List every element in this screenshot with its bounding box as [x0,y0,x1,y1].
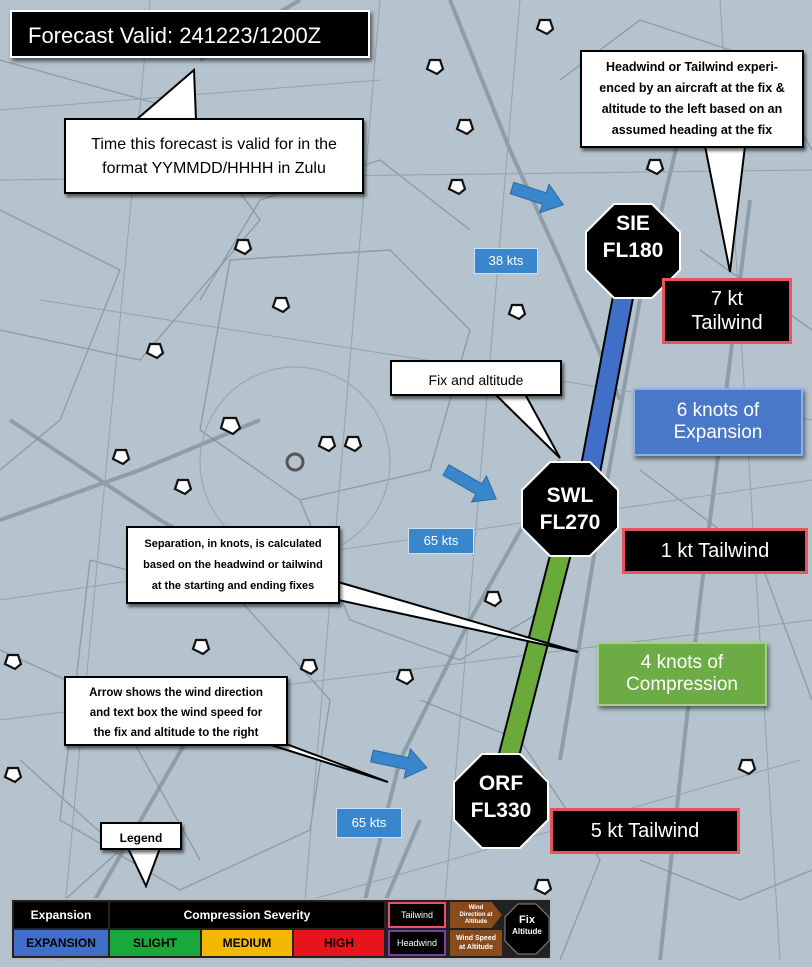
legend-medium: MEDIUM [202,930,292,956]
fix-altitude-swl: FL270 [539,511,601,534]
headwind-callout-line4: assumed heading at the fix [611,123,773,137]
tailwind-box-swl: 1 kt Tailwind [622,528,808,574]
forecast-valid-title: Forecast Valid: 241223/1200Z [10,10,370,58]
tailwind-sie-line2: Tailwind [691,312,763,334]
separation-callout-line1: Separation, in knots, is calculated [144,538,322,550]
legend-panel: Expansion EXPANSION Compression Severity… [10,898,552,960]
arrow-callout-line1: Arrow shows the wind direction [89,687,263,699]
legend-wind-dir-line2: Direction at [459,912,493,918]
wind-arrow-orf [370,747,428,780]
fix-altitude-orf: FL330 [470,799,532,822]
fix-callout-tail [492,393,561,459]
compression-box-line1: 4 knots of [640,652,724,673]
legend-wind-speed: Wind Speed at Altitude [450,930,502,956]
fix-name-orf: ORF [478,772,524,795]
fix-altitude-sie: FL180 [602,239,664,262]
wind-speed-swl: 65 kts [408,528,474,554]
legend-callout-tail [126,847,162,889]
legend-expansion: EXPANSION [14,930,108,956]
expansion-box: 6 knots of Expansion [633,388,803,456]
legend-tailwind: Tailwind [388,902,446,928]
legend-wind-speed-line1: Wind Speed [456,935,496,942]
headwind-callout-line2: enced by an aircraft at the fix & [599,81,785,95]
legend-callout: Legend [100,822,182,850]
legend-slight: SLIGHT [110,930,200,956]
wind-arrow-sie [509,181,565,214]
time-callout: Time this forecast is valid for in the f… [64,118,364,194]
headwind-callout-line1: Headwind or Tailwind experi- [605,60,778,74]
separation-callout-line2: based on the headwind or tailwind [143,559,323,571]
time-callout-tail [133,67,198,121]
fix-octagon-sie [585,203,681,299]
fix-altitude-callout: Fix and altitude [390,360,562,396]
separation-callout: Separation, in knots, is calculated base… [126,526,340,604]
headwind-tailwind-callout: Headwind or Tailwind experi- enced by an… [580,50,804,148]
fix-label-sie: SIE FL180 [586,210,680,264]
legend-headwind: Headwind [388,930,446,956]
wind-speed-sie: 38 kts [474,248,538,274]
expansion-box-line1: 6 knots of [676,400,760,421]
legend-compression-header: Compression Severity [110,902,384,928]
legend-wind-speed-line2: at Altitude [459,944,493,951]
fix-name-sie: SIE [616,212,650,235]
legend-high: HIGH [294,930,384,956]
legend-fix-octagon [504,903,550,955]
time-callout-line1: Time this forecast is valid for in the [91,136,337,153]
legend-wind-dir-line1: Wind [468,905,484,911]
wind-speed-orf: 65 kts [336,808,402,838]
fix-octagon-orf [453,753,549,849]
legend-wind-direction: Wind Direction at Altitude [450,902,502,928]
legend-wind-dir-line3: Altitude [464,919,488,925]
headwind-callout-line3: altitude to the left based on an [601,102,783,116]
headwind-callout-tail [703,145,747,273]
fix-label-orf: ORF FL330 [454,770,548,824]
tailwind-box-sie: 7 kt Tailwind [662,278,792,344]
legend-fix-line1: Fix [519,914,535,926]
expansion-box-line2: Expansion [673,422,763,443]
fix-name-swl: SWL [546,484,594,507]
wind-arrow-swl [442,464,497,503]
arrow-callout-tail [267,743,389,783]
legend-fix-line2: Altitude [512,927,542,936]
time-callout-line2: format YYMMDD/HHHH in Zulu [102,160,326,177]
wind-arrow-callout: Arrow shows the wind direction and text … [64,676,288,746]
compression-box-line2: Compression [626,674,738,695]
fix-octagon-swl [521,461,619,557]
tailwind-sie-line1: 7 kt [710,288,744,310]
compression-box: 4 knots of Compression [597,642,767,706]
separation-callout-line3: at the starting and ending fixes [151,580,315,592]
arrow-callout-line3: the fix and altitude to the right [93,727,259,739]
legend-fix-label: Fix Altitude [504,914,550,938]
arrow-callout-line2: and text box the wind speed for [89,707,263,719]
fix-label-swl: SWL FL270 [522,482,618,536]
tailwind-box-orf: 5 kt Tailwind [550,808,740,854]
legend-expansion-header: Expansion [14,902,108,928]
